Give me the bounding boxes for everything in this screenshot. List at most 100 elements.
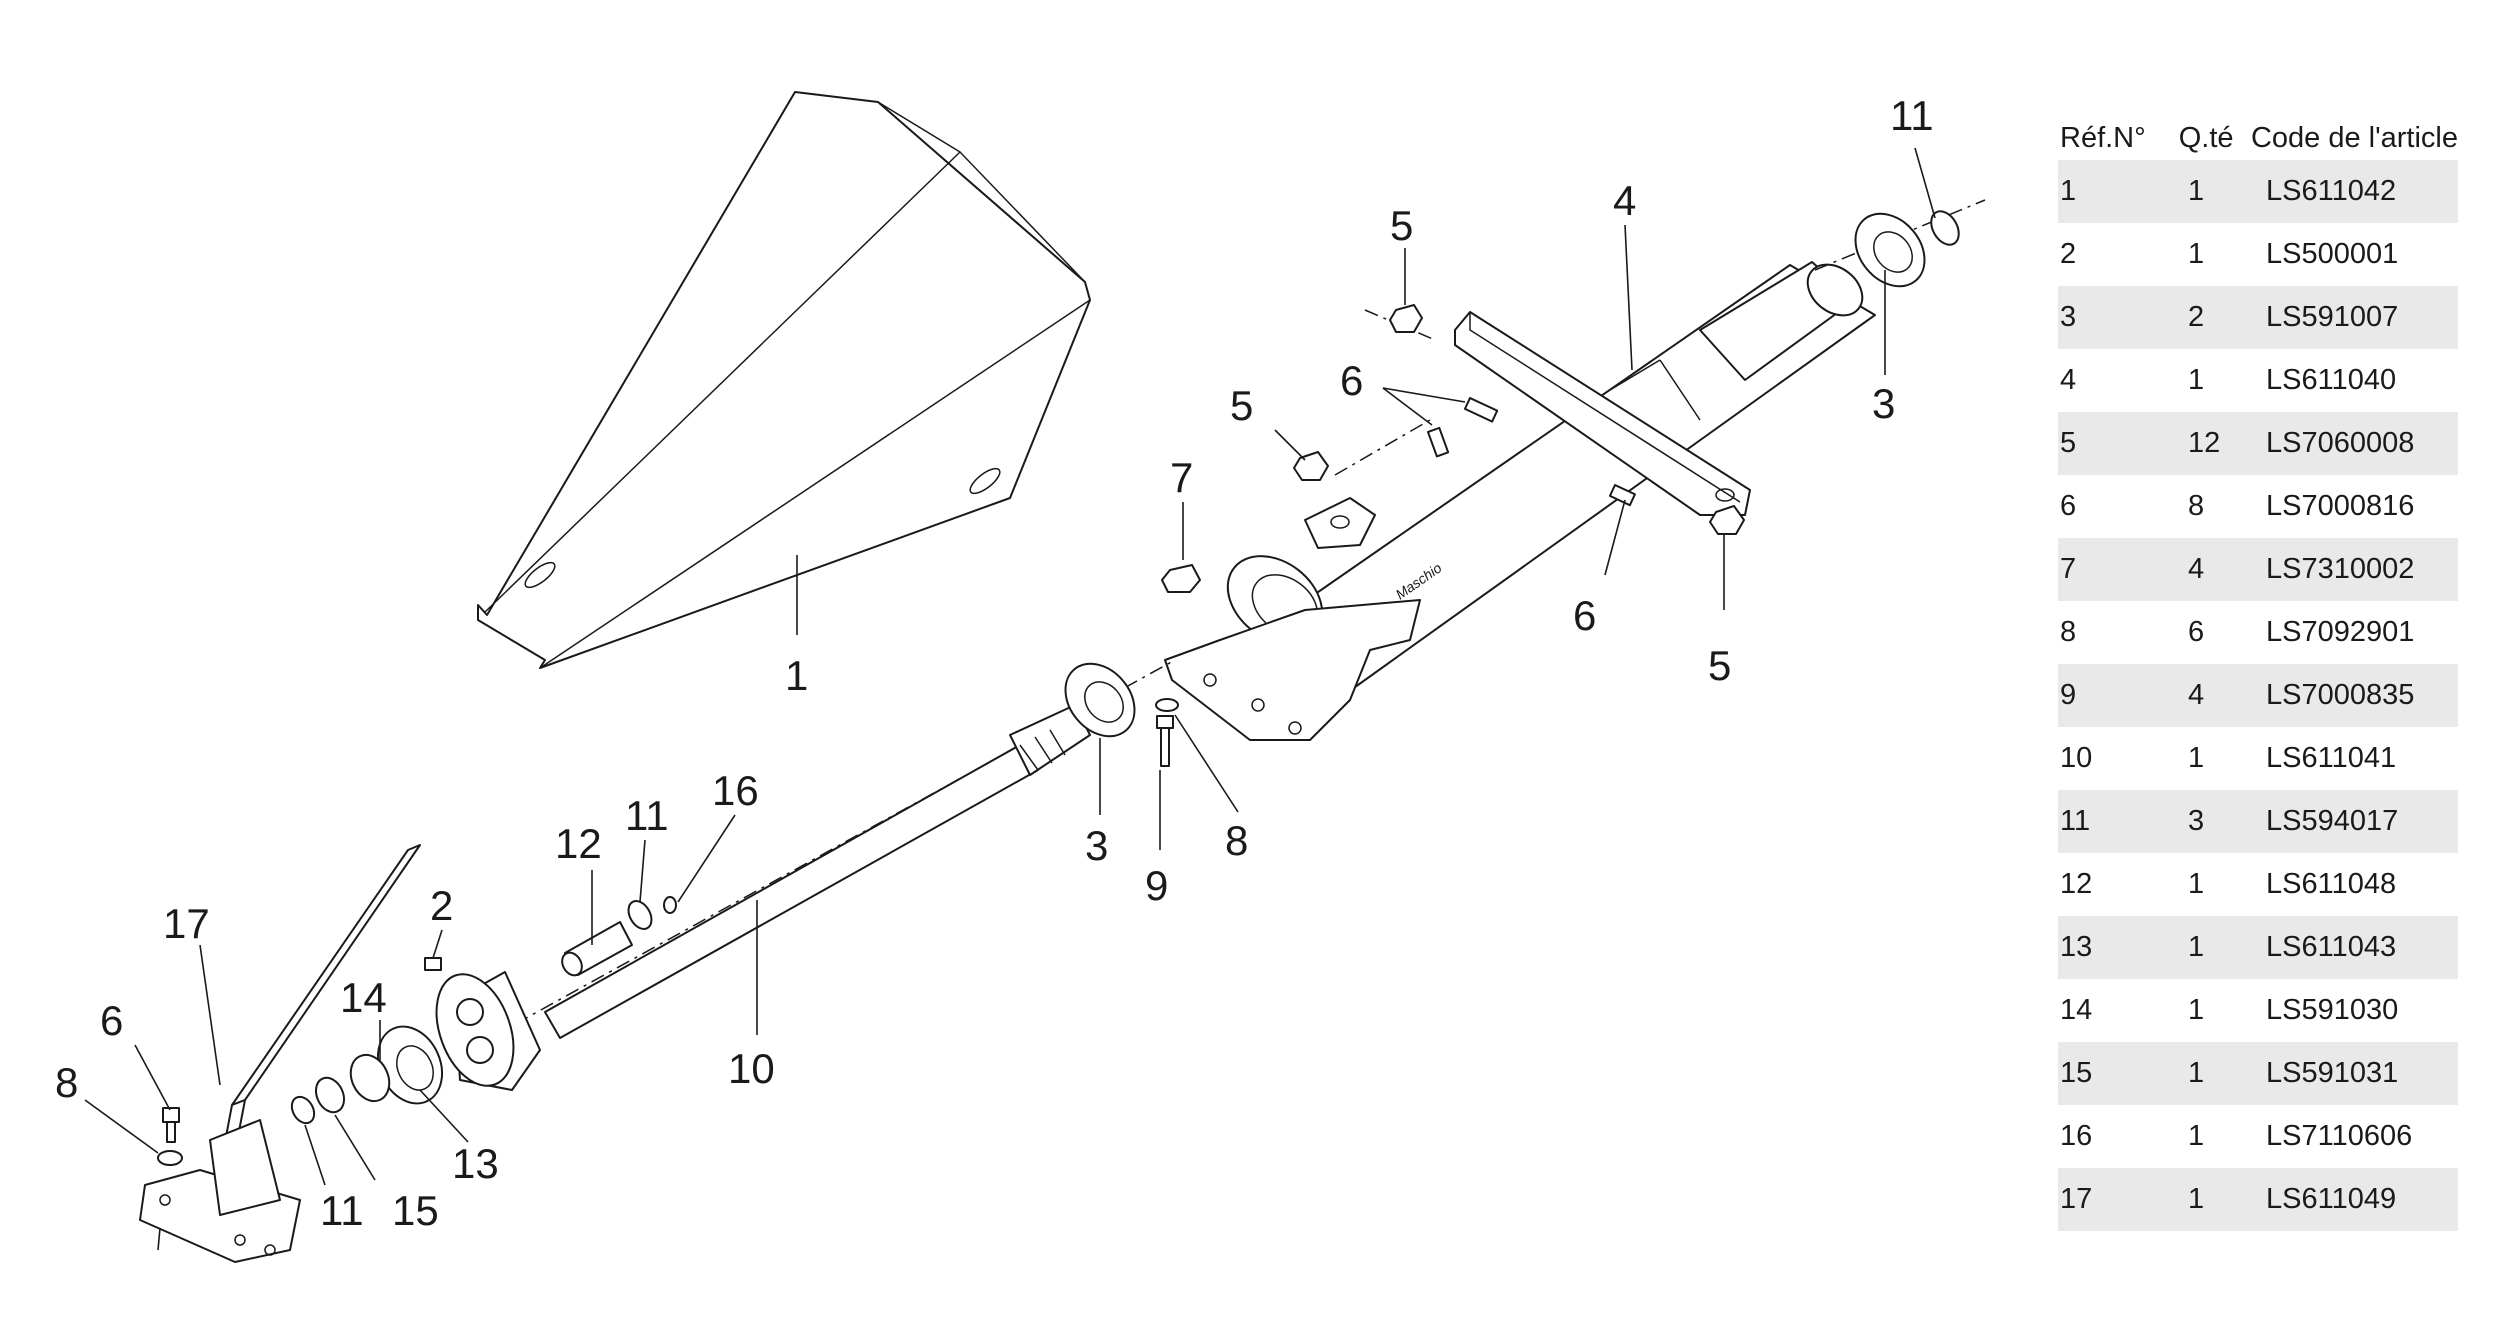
row-code: LS594017 — [2266, 805, 2399, 837]
circlip-upper — [1930, 210, 1960, 246]
table-row: 13 1 LS611043 — [2058, 916, 2458, 979]
row-code: LS591031 — [2266, 1057, 2399, 1089]
row-ref: 7 — [2060, 553, 2077, 585]
row-ref: 1 — [2060, 175, 2077, 207]
row-qty: 2 — [2188, 301, 2205, 333]
row-qty: 6 — [2188, 616, 2205, 648]
table-row: 1 1 LS611042 — [2058, 160, 2458, 223]
callout-11: 11 — [625, 792, 669, 839]
circlip-lower — [290, 1095, 316, 1125]
callout-14: 14 — [340, 974, 387, 1021]
row-qty: 1 — [2188, 1183, 2205, 1215]
row-ref: 13 — [2060, 931, 2093, 963]
row-code: LS591007 — [2266, 301, 2399, 333]
callout-1: 1 — [785, 652, 808, 699]
row-code: LS7060008 — [2266, 427, 2415, 459]
row-code: LS7000816 — [2266, 490, 2415, 522]
table-row: 16 1 LS7110606 — [2058, 1105, 2458, 1168]
row-qty: 1 — [2188, 364, 2205, 396]
table-row: 11 3 LS594017 — [2058, 790, 2458, 853]
row-ref: 4 — [2060, 364, 2077, 396]
bolt-9 — [1156, 715, 1174, 767]
callout-3: 3 — [1872, 380, 1895, 427]
row-ref: 15 — [2060, 1057, 2093, 1089]
callout-11: 11 — [320, 1187, 364, 1234]
callout-8: 8 — [1225, 817, 1248, 864]
row-code: LS611043 — [2266, 931, 2397, 963]
row-qty: 1 — [2188, 1120, 2205, 1152]
row-qty: 1 — [2188, 175, 2205, 207]
row-code: LS611041 — [2266, 742, 2397, 774]
exploded-view-diagram: Maschio — [55, 91, 1986, 1263]
callout-2: 2 — [430, 882, 453, 929]
row-ref: 2 — [2060, 238, 2077, 270]
callout-6: 6 — [1573, 592, 1596, 639]
callout-12: 12 — [555, 820, 602, 867]
lever-bracket — [139, 844, 421, 1263]
bearing-lower — [1064, 662, 1136, 738]
table-row: 14 1 LS591030 — [2058, 979, 2458, 1042]
callout-7: 7 — [1170, 454, 1193, 501]
row-code: LS611049 — [2266, 1183, 2397, 1215]
callout-5: 5 — [1230, 382, 1253, 429]
pin — [663, 896, 677, 914]
row-qty: 4 — [2188, 679, 2205, 711]
row-qty: 4 — [2188, 553, 2205, 585]
table-row: 12 1 LS611048 — [2058, 853, 2458, 916]
main-tube: Maschio — [1164, 261, 1876, 741]
row-qty: 1 — [2188, 1057, 2205, 1089]
row-ref: 10 — [2060, 742, 2093, 774]
callout-6: 6 — [100, 997, 123, 1044]
row-ref: 6 — [2060, 490, 2077, 522]
callout-6: 6 — [1340, 357, 1363, 404]
shaft — [544, 704, 1091, 1039]
row-ref: 11 — [2060, 805, 2091, 837]
row-qty: 12 — [2188, 427, 2221, 459]
row-code: LS611042 — [2266, 175, 2397, 207]
washer-8-upper — [1155, 698, 1179, 712]
bearing-upper — [1854, 212, 1926, 288]
table-row: 3 2 LS591007 — [2058, 286, 2458, 349]
callout-10: 10 — [728, 1045, 775, 1092]
row-ref: 5 — [2060, 427, 2077, 459]
callout-11: 11 — [1890, 92, 1934, 139]
washer — [314, 1076, 346, 1114]
row-qty: 1 — [2188, 868, 2205, 900]
callout-8: 8 — [55, 1059, 78, 1106]
row-code: LS7092901 — [2266, 616, 2415, 648]
row-ref: 14 — [2060, 994, 2093, 1026]
callout-3: 3 — [1085, 822, 1108, 869]
washer-8-lower — [157, 1150, 183, 1166]
callout-16: 16 — [712, 767, 759, 814]
row-code: LS7000835 — [2266, 679, 2415, 711]
row-qty: 1 — [2188, 994, 2205, 1026]
table-row: 4 1 LS611040 — [2058, 349, 2458, 412]
row-ref: 3 — [2060, 301, 2077, 333]
callout-17: 17 — [163, 900, 210, 947]
row-ref: 12 — [2060, 868, 2093, 900]
table-row: 15 1 LS591031 — [2058, 1042, 2458, 1105]
row-code: LS611048 — [2266, 868, 2397, 900]
row-code: LS591030 — [2266, 994, 2399, 1026]
row-qty: 1 — [2188, 931, 2205, 963]
bolt-2 — [424, 957, 442, 971]
hub-housing — [376, 971, 541, 1105]
row-ref: 16 — [2060, 1120, 2093, 1152]
row-qty: 3 — [2188, 805, 2205, 837]
row-code: LS611040 — [2266, 364, 2397, 396]
header-code: Code de l'article — [2250, 121, 2458, 154]
bolt-6-right — [1608, 483, 1636, 507]
bolt-6-mid — [1426, 426, 1450, 458]
bolt-6-lower — [162, 1107, 180, 1143]
nut-5-left — [1293, 451, 1329, 481]
row-code: LS7110606 — [2266, 1120, 2413, 1152]
